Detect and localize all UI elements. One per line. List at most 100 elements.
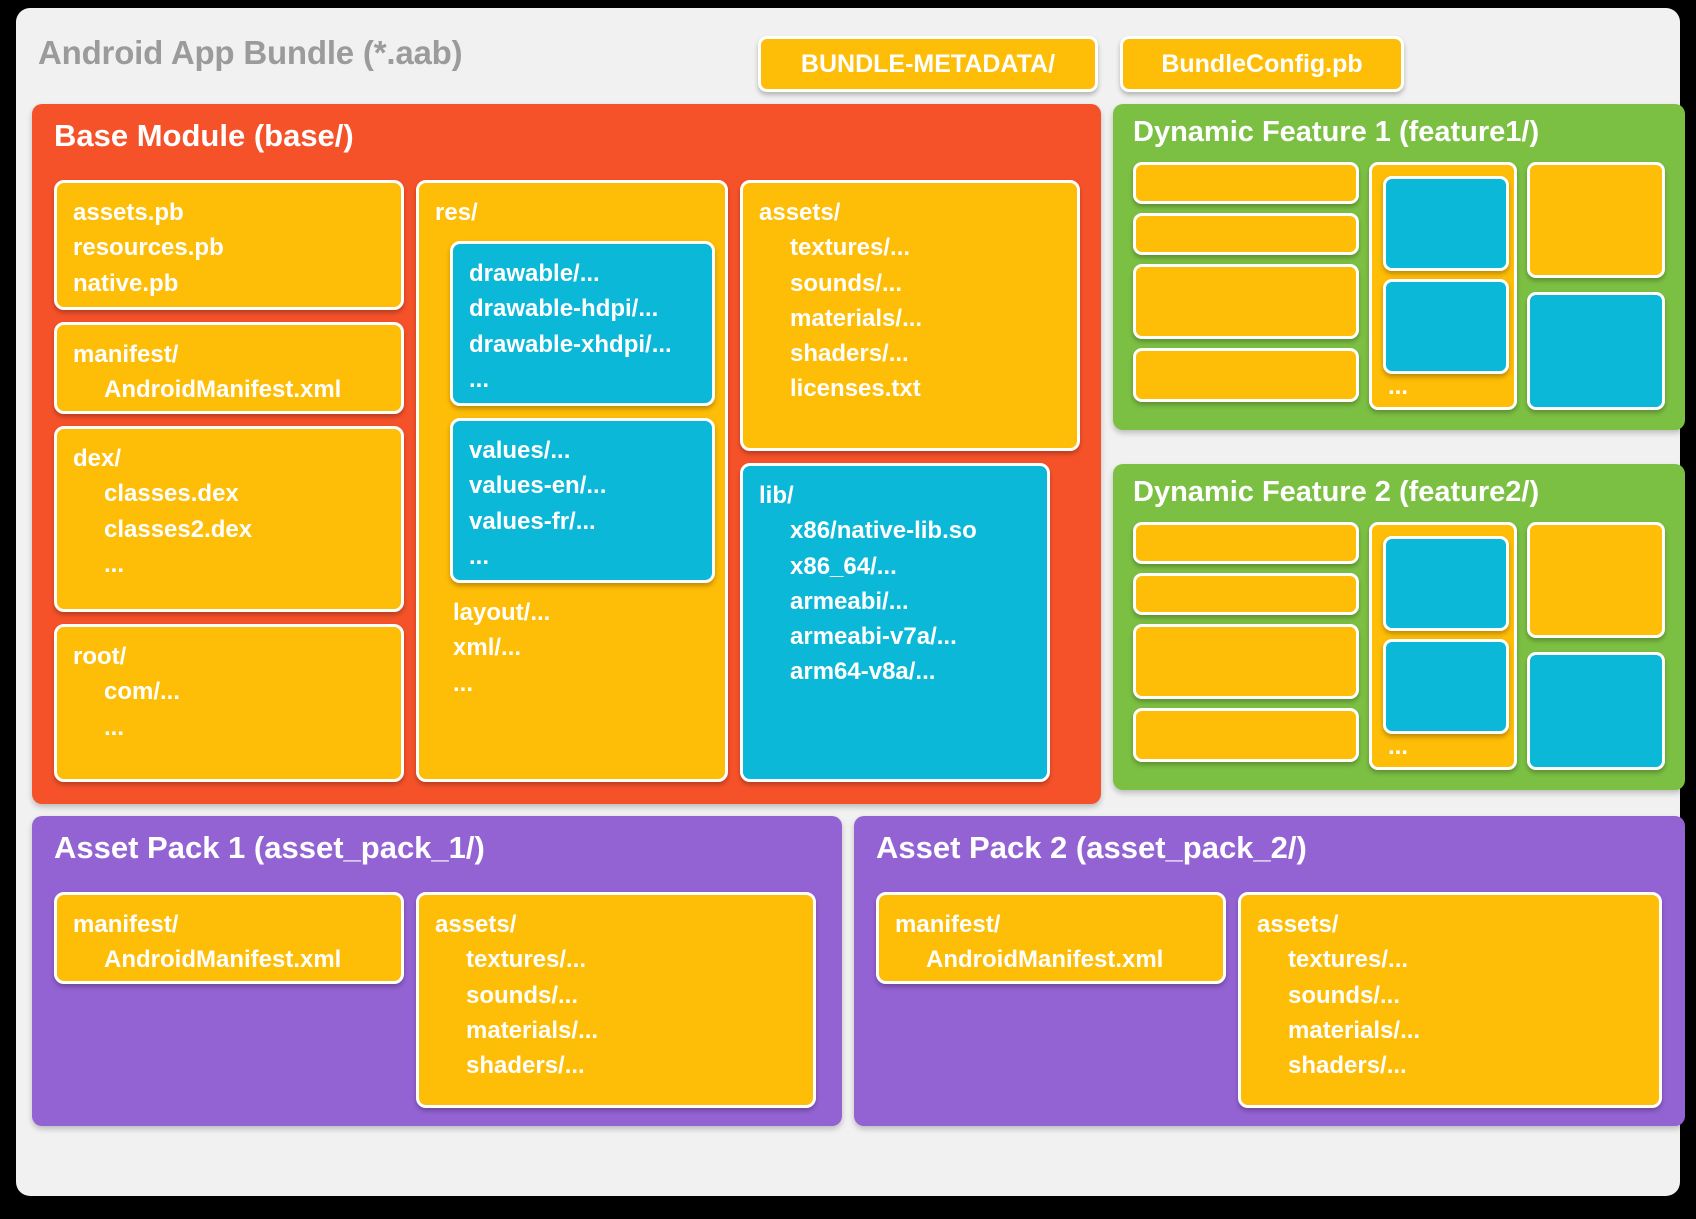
asset-pack-1-title: Asset Pack 1 (asset_pack_1/) — [54, 830, 485, 865]
folder-line: materials/... — [1288, 1016, 1421, 1044]
placeholder-box — [1527, 162, 1665, 278]
base-root-box: root/ com/... ... — [54, 624, 404, 782]
placeholder-box — [1133, 522, 1359, 564]
ellipsis-line: ... — [1388, 733, 1409, 760]
file-line: resources.pb — [73, 234, 224, 262]
base-module-title: Base Module (base/) — [54, 118, 354, 153]
file-line: assets.pb — [73, 199, 184, 226]
resource-placeholder-box — [1383, 536, 1509, 631]
ellipsis-line: ... — [453, 669, 474, 697]
folder-line: sounds/... — [1288, 981, 1401, 1009]
folder-line: dex/ — [73, 445, 122, 472]
bundle-header: Android App Bundle (*.aab) — [16, 8, 1680, 98]
asset-pack-2-assets-box: assets/ textures/... sounds/... material… — [1238, 892, 1662, 1108]
file-line: x86/native-lib.so — [790, 517, 977, 545]
placeholder-box — [1527, 522, 1665, 638]
ellipsis-line: ... — [469, 365, 490, 393]
placeholder-box — [1133, 573, 1359, 615]
folder-line: xml/... — [453, 634, 522, 662]
folder-line: values/... — [469, 437, 571, 464]
bundle-config-chip: BundleConfig.pb — [1120, 36, 1404, 92]
folder-line: textures/... — [466, 946, 587, 974]
res-tail-group: layout/... xml/... ... — [453, 595, 550, 701]
file-line: classes2.dex — [104, 515, 253, 543]
resource-placeholder-box — [1527, 652, 1665, 770]
file-line: licenses.txt — [790, 375, 921, 403]
placeholder-box-with-resources: ... — [1369, 522, 1517, 770]
folder-line: materials/... — [466, 1016, 599, 1044]
base-module: Base Module (base/) assets.pb resources.… — [32, 104, 1101, 804]
feature-1-column-c — [1527, 162, 1665, 410]
dynamic-feature-2-module: Dynamic Feature 2 (feature2/) ... — [1113, 464, 1685, 790]
resource-placeholder-box — [1527, 292, 1665, 410]
feature-2-column-c — [1527, 522, 1665, 770]
feature-1-column-b: ... — [1369, 162, 1517, 410]
file-line: AndroidManifest.xml — [926, 946, 1164, 974]
folder-line: values-fr/... — [469, 507, 596, 535]
resource-placeholder-box — [1383, 639, 1509, 734]
folder-line: x86_64/... — [790, 552, 897, 580]
folder-line: materials/... — [790, 304, 923, 332]
resource-placeholder-box — [1383, 279, 1509, 374]
folder-line: shaders/... — [1288, 1052, 1407, 1080]
android-app-bundle-card: Android App Bundle (*.aab) BUNDLE-METADA… — [16, 8, 1685, 1196]
base-manifest-box: manifest/ AndroidManifest.xml — [54, 322, 404, 414]
base-dex-box: dex/ classes.dex classes2.dex ... — [54, 426, 404, 612]
folder-line: assets/ — [435, 911, 517, 938]
base-protobuf-box: assets.pb resources.pb native.pb — [54, 180, 404, 310]
feature-2-column-a — [1133, 522, 1359, 762]
folder-line: shaders/... — [466, 1052, 585, 1080]
folder-line: assets/ — [759, 199, 841, 226]
folder-line: layout/... — [453, 599, 551, 626]
base-res-box: res/ drawable/... drawable-hdpi/... draw… — [416, 180, 728, 782]
folder-line: assets/ — [1257, 911, 1339, 938]
asset-pack-2-module: Asset Pack 2 (asset_pack_2/) manifest/ A… — [854, 816, 1685, 1126]
bundle-metadata-chip: BUNDLE-METADATA/ — [758, 36, 1098, 92]
res-drawable-box: drawable/... drawable-hdpi/... drawable-… — [450, 241, 715, 406]
file-line: classes.dex — [104, 480, 239, 508]
placeholder-box-with-resources: ... — [1369, 162, 1517, 410]
folder-line: lib/ — [759, 482, 794, 509]
file-line: AndroidManifest.xml — [104, 946, 342, 974]
folder-line: arm64-v8a/... — [790, 658, 936, 686]
folder-line: values-en/... — [469, 472, 607, 500]
feature-1-column-a — [1133, 162, 1359, 402]
feature-2-column-b: ... — [1369, 522, 1517, 770]
folder-line: drawable-hdpi/... — [469, 295, 659, 323]
placeholder-box — [1133, 213, 1359, 255]
placeholder-box — [1133, 624, 1359, 699]
folder-line: textures/... — [1288, 946, 1409, 974]
folder-line: manifest/ — [895, 911, 1001, 938]
placeholder-box — [1133, 162, 1359, 204]
folder-line: textures/... — [790, 234, 911, 262]
folder-line: drawable-xhdpi/... — [469, 330, 672, 358]
base-lib-box: lib/ x86/native-lib.so x86_64/... armeab… — [740, 463, 1050, 782]
asset-pack-1-manifest-box: manifest/ AndroidManifest.xml — [54, 892, 404, 984]
folder-line: armeabi/... — [790, 587, 909, 615]
res-values-box: values/... values-en/... values-fr/... .… — [450, 418, 715, 583]
ellipsis-line: ... — [1388, 373, 1409, 400]
dynamic-feature-2-title: Dynamic Feature 2 (feature2/) — [1133, 476, 1540, 508]
folder-line: root/ — [73, 643, 127, 670]
dynamic-feature-1-module: Dynamic Feature 1 (feature1/) ... — [1113, 104, 1685, 430]
base-assets-box: assets/ textures/... sounds/... material… — [740, 180, 1080, 451]
resource-placeholder-box — [1383, 176, 1509, 271]
page-title: Android App Bundle (*.aab) — [38, 34, 463, 71]
ellipsis-line: ... — [104, 713, 125, 741]
folder-line: manifest/ — [73, 341, 179, 368]
ellipsis-line: ... — [104, 550, 125, 578]
dynamic-feature-1-title: Dynamic Feature 1 (feature1/) — [1133, 116, 1540, 148]
placeholder-box — [1133, 348, 1359, 402]
ellipsis-line: ... — [469, 542, 490, 570]
placeholder-box — [1133, 708, 1359, 762]
asset-pack-2-manifest-box: manifest/ AndroidManifest.xml — [876, 892, 1226, 984]
folder-line: manifest/ — [73, 911, 179, 938]
folder-line: drawable/... — [469, 260, 600, 287]
folder-line: shaders/... — [790, 340, 909, 368]
folder-line: sounds/... — [790, 269, 903, 297]
placeholder-box — [1133, 264, 1359, 339]
asset-pack-1-module: Asset Pack 1 (asset_pack_1/) manifest/ A… — [32, 816, 842, 1126]
asset-pack-1-assets-box: assets/ textures/... sounds/... material… — [416, 892, 816, 1108]
folder-line: com/... — [104, 678, 181, 706]
asset-pack-2-title: Asset Pack 2 (asset_pack_2/) — [876, 830, 1307, 865]
